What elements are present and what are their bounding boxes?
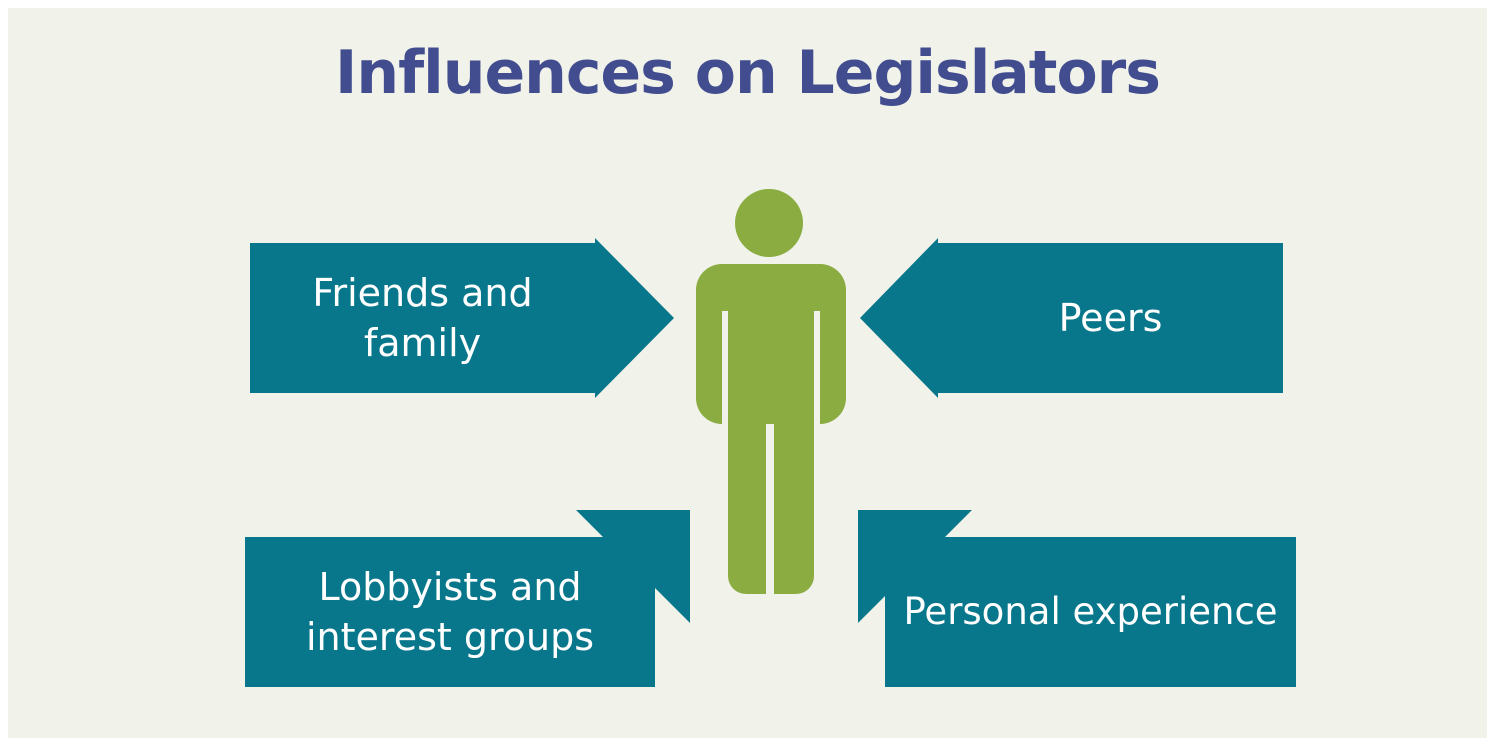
diagram-title: Influences on Legislators [335, 38, 1161, 108]
arrow-peers [860, 238, 1283, 398]
person-head [735, 189, 803, 257]
person-arm-gap-left [722, 311, 728, 424]
arrow-friends-and-family [250, 238, 674, 398]
person-torso [696, 264, 846, 424]
label-line: Personal experience [903, 590, 1278, 633]
label-line: family [363, 321, 482, 365]
label-line: Peers [1058, 296, 1163, 340]
arrow-lobbyists-and-interest-groups [245, 510, 690, 687]
label-line: Lobbyists and [318, 565, 582, 609]
label-lobbyists-and-interest-groups: Lobbyists and interest groups [245, 537, 655, 687]
label-friends-and-family: Friends and family [250, 243, 595, 393]
arrow-personal-experience [858, 510, 1296, 687]
person-arm-gap-right [814, 311, 820, 424]
label-personal-experience: Personal experience [885, 537, 1296, 687]
label-line: Friends and [312, 271, 533, 315]
person-leg-gap [766, 424, 774, 596]
label-line: interest groups [305, 615, 595, 659]
label-peers: Peers [938, 243, 1283, 393]
person-icon [696, 189, 846, 596]
